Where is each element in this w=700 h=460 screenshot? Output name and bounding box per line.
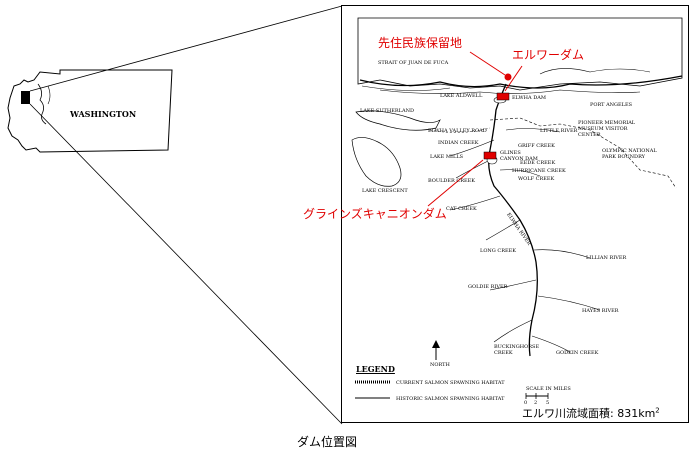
lake-mills-label: LAKE MILLS (430, 154, 464, 160)
location-marker (21, 91, 30, 104)
glines-dam-marker (483, 151, 497, 160)
olympic-np-label: OLYMPIC NATIONAL PARK BOUNDRY (602, 148, 657, 160)
godkin-creek-label: GODKIN CREEK (556, 350, 599, 356)
legend-current-habitat: CURRENT SALMON SPAWNING HABITAT (396, 380, 505, 386)
lillian-river-label: LILLIAN RIVER (586, 255, 627, 261)
scale-tick-5: 5 (546, 400, 550, 406)
indian-creek-label: INDIAN CREEK (438, 140, 479, 146)
scale-title: SCALE IN MILES (526, 386, 571, 392)
lake-sutherland-label: LAKE SUTHERLAND (360, 108, 414, 114)
watershed-area-value: エルワ川流域面積: 831km (522, 407, 656, 420)
hayes-river-label: HAYES RIVER (582, 308, 619, 314)
legend-title: LEGEND (356, 364, 395, 374)
eede-creek-label: EEDE CREEK (520, 160, 556, 166)
figure-caption: ダム位置図 (297, 435, 358, 449)
glines-dam-map-label: GLINES CANYON DAM (500, 150, 538, 162)
elwha-dam-label: エルワーダム (512, 48, 585, 62)
elwha-dam-map-label: ELWHA DAM (512, 95, 546, 101)
scale-tick-0: 0 (524, 400, 528, 406)
scale-tick-2: 2 (534, 400, 538, 406)
glines-dam-label: グラインズキャニオンダム (303, 207, 447, 221)
griff-creek-label: GRIFF CREEK (518, 143, 555, 149)
wolf-creek-label: WOLF CREEK (518, 176, 555, 182)
washington-label: WASHINGTON (70, 109, 137, 119)
buckinghorse-creek-label: BUCKINGHORSE CREEK (494, 344, 540, 356)
hurricane-creek-label: HURRICANE CREEK (512, 168, 566, 174)
lake-aldwell-label: LAKE ALDWELL (440, 93, 483, 99)
port-angeles-label: PORT ANGELES (590, 102, 633, 108)
long-creek-label: LONG CREEK (480, 248, 517, 254)
goldie-river-label: GOLDIE RIVER (468, 284, 508, 290)
elwha-valley-road-label: ELWHA VALLEY ROAD (428, 128, 487, 134)
strait-label: STRAIT OF JUAN DE FUCA (378, 60, 449, 66)
north-label: NORTH (430, 362, 450, 368)
legend-historic-habitat: HISTORIC SALMON SPAWNING HABITAT (396, 396, 505, 402)
boulder-creek-label: BOULDER CREEK (428, 178, 476, 184)
reservation-label: 先住民族保留地 (378, 36, 463, 50)
cat-creek-label: CAT CREEK (446, 206, 477, 212)
lake-crescent-label: LAKE CRESCENT (362, 188, 408, 194)
museum-label: PIONEER MEMORIAL MUSEUM VISITOR CENTER (578, 120, 636, 138)
elwha-dam-marker (496, 92, 510, 101)
little-river-label: LITTLE RIVER (540, 128, 578, 134)
watershed-area-text: エルワ川流域面積: 831km2 (522, 405, 660, 421)
watershed-area-unit-sup: 2 (655, 406, 660, 415)
